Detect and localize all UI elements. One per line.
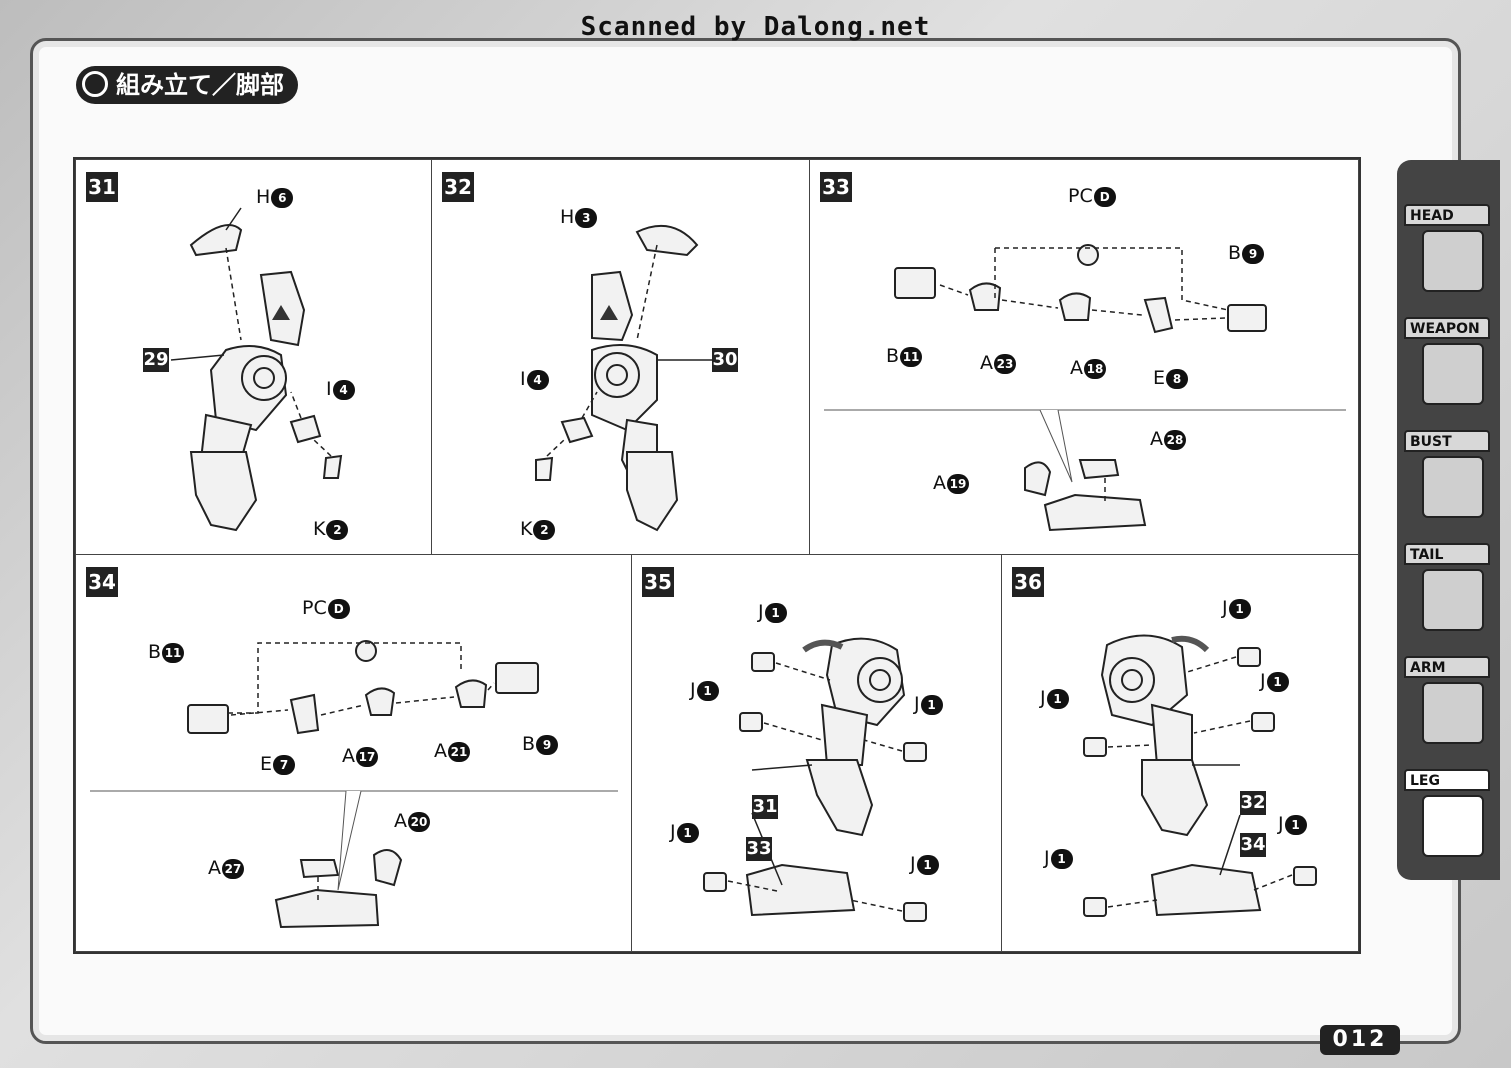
step-reference: 31 <box>752 795 778 819</box>
step-number: 36 <box>1012 567 1044 597</box>
tab-leg[interactable]: LEG <box>1404 769 1494 864</box>
tab-weapon[interactable]: WEAPON <box>1404 317 1494 412</box>
page-number: 012 <box>1320 1025 1400 1055</box>
leg-icon <box>1422 795 1484 857</box>
tab-bust[interactable]: BUST <box>1404 430 1494 525</box>
leg-joint-diagram <box>1083 634 1317 917</box>
tab-head[interactable]: HEAD <box>1404 204 1494 299</box>
tail-icon <box>1422 569 1484 631</box>
section-title-text: 組み立て／脚部 <box>116 71 284 99</box>
section-title: 組み立て／脚部 <box>76 66 298 104</box>
step-number: 35 <box>642 567 674 597</box>
step-reference: 30 <box>712 348 738 372</box>
step-reference: 34 <box>1240 833 1266 857</box>
tab-label: ARM <box>1404 656 1490 678</box>
foot-part-diagram <box>824 244 1346 532</box>
gear-icon <box>82 71 108 97</box>
step-reference: 29 <box>143 348 169 372</box>
tab-tail[interactable]: TAIL <box>1404 543 1494 638</box>
leg-part-diagram <box>170 207 343 532</box>
head-icon <box>1422 230 1484 292</box>
arm-icon <box>1422 682 1484 744</box>
tab-label: WEAPON <box>1404 317 1490 339</box>
step-number: 34 <box>86 567 118 597</box>
tab-arm[interactable]: ARM <box>1404 656 1494 751</box>
weapon-icon <box>1422 343 1484 405</box>
tab-label: LEG <box>1404 769 1490 791</box>
step-number: 33 <box>820 172 852 202</box>
leg-part-diagram <box>535 224 712 532</box>
step-reference: 33 <box>746 837 772 861</box>
leg-joint-diagram <box>703 637 927 922</box>
tab-label: BUST <box>1404 430 1490 452</box>
step-number: 31 <box>86 172 118 202</box>
tab-label: HEAD <box>1404 204 1490 226</box>
tab-label: TAIL <box>1404 543 1490 565</box>
foot-part-diagram <box>90 640 618 929</box>
step-reference: 32 <box>1240 791 1266 815</box>
scanner-credit: Scanned by Dalong.net <box>580 12 931 42</box>
step-number: 32 <box>442 172 474 202</box>
bust-icon <box>1422 456 1484 518</box>
